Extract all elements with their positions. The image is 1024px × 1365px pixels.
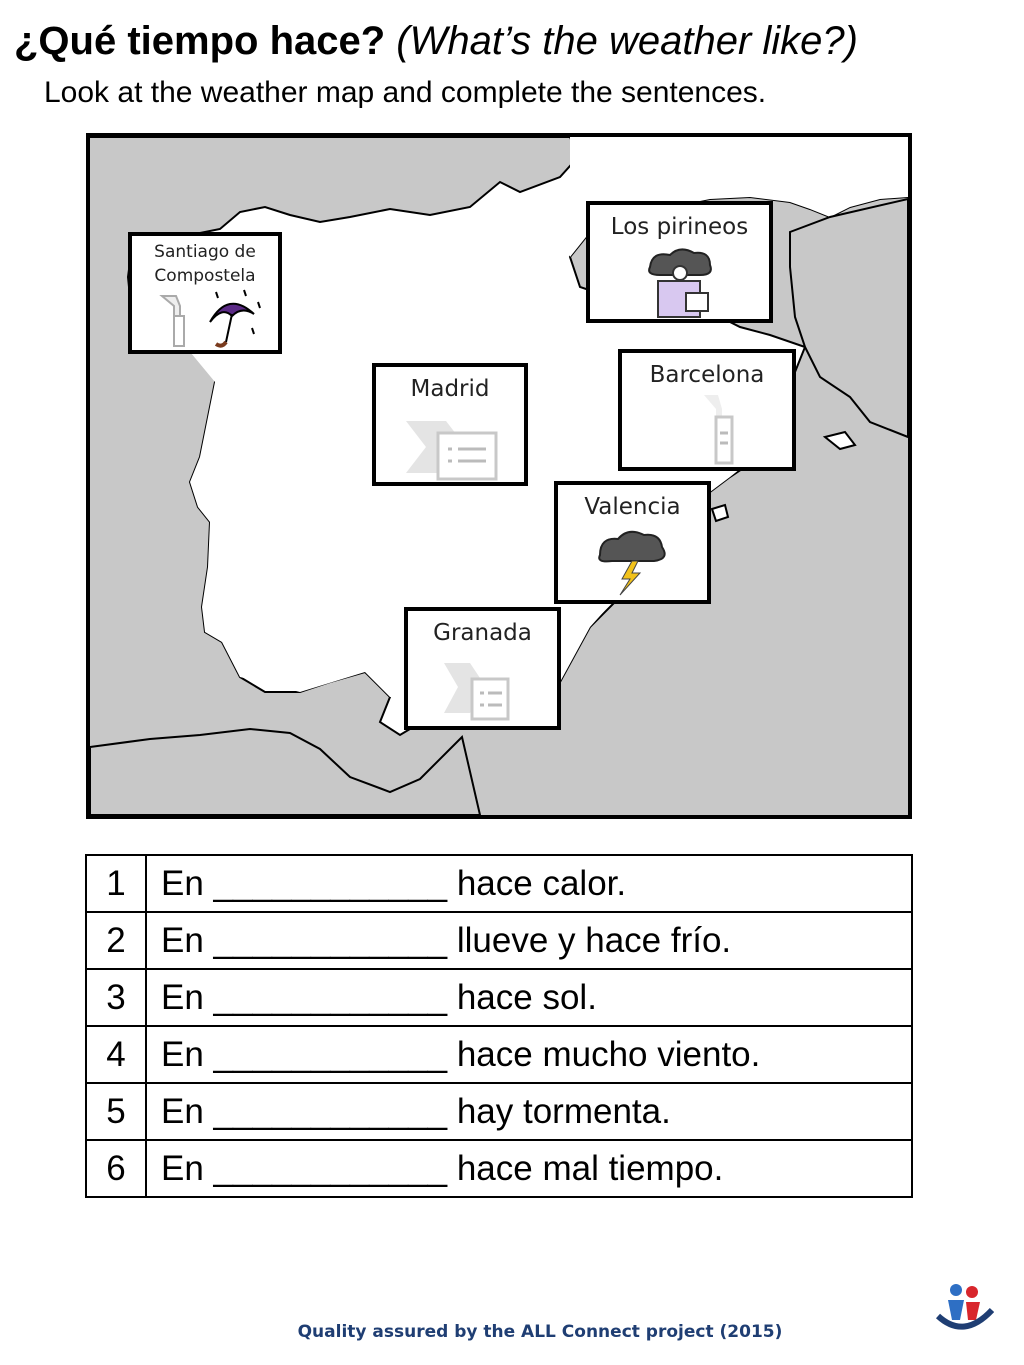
table-row: 5 En ____________ hay tormenta.: [85, 1082, 913, 1141]
footer-credit: Quality assured by the ALL Connect proje…: [297, 1322, 783, 1342]
city-box-barcelona: Barcelona: [618, 349, 796, 471]
row-number: 3: [85, 968, 147, 1027]
table-row: 3 En ____________ hace sol.: [85, 968, 913, 1027]
city-box-santiago: Santiago de Compostela: [128, 232, 282, 354]
row-number: 4: [85, 1025, 147, 1084]
sentence-text: En ____________ hace mal tiempo.: [145, 1139, 913, 1198]
table-row: 1 En ____________ hace calor.: [85, 854, 913, 913]
city-label-valencia: Valencia: [584, 494, 681, 520]
row-number: 5: [85, 1082, 147, 1141]
sentence-text: En ____________ hace sol.: [145, 968, 913, 1027]
sentence-text: En ____________ hace calor.: [145, 854, 913, 913]
city-label-granada: Granada: [433, 620, 532, 646]
city-box-madrid: Madrid: [372, 363, 528, 486]
weather-map: Santiago de Compostela Los pirineos Madr…: [86, 133, 912, 819]
instruction-text: Look at the weather map and complete the…: [44, 76, 767, 109]
table-row: 4 En ____________ hace mucho viento.: [85, 1025, 913, 1084]
title-spanish: ¿Qué tiempo hace?: [14, 19, 386, 63]
sentence-text: En ____________ hay tormenta.: [145, 1082, 913, 1141]
image-placeholder-icon: [704, 395, 734, 465]
allconnect-logo: [935, 1284, 994, 1330]
table-row: 6 En ____________ hace mal tiempo.: [85, 1139, 913, 1198]
row-number: 2: [85, 911, 147, 970]
sentence-text: En ____________ hace mucho viento.: [145, 1025, 913, 1084]
table-row: 2 En ____________ llueve y hace frío.: [85, 911, 913, 970]
umbrella-rain-icon: [159, 289, 261, 348]
storm-cloud-icon: [598, 530, 666, 596]
city-label-madrid: Madrid: [410, 376, 490, 402]
city-label-santiago: Santiago de Compostela: [154, 242, 256, 286]
sentence-table: 1 En ____________ hace calor. 2 En _____…: [85, 854, 913, 1198]
image-placeholder-icon: [444, 663, 510, 721]
city-box-valencia: Valencia: [554, 481, 711, 604]
page-title: ¿Qué tiempo hace? (What’s the weather li…: [14, 18, 858, 64]
city-box-granada: Granada: [404, 607, 561, 730]
city-box-pirineos: Los pirineos: [586, 201, 773, 323]
city-label-pirineos: Los pirineos: [610, 214, 749, 240]
title-english: (What’s the weather like?): [396, 19, 858, 63]
snow-cloud-person-icon: [648, 248, 712, 318]
city-label-barcelona: Barcelona: [649, 362, 765, 388]
row-number: 1: [85, 854, 147, 913]
sentence-text: En ____________ llueve y hace frío.: [145, 911, 913, 970]
image-placeholder-icon: [406, 421, 498, 481]
row-number: 6: [85, 1139, 147, 1198]
